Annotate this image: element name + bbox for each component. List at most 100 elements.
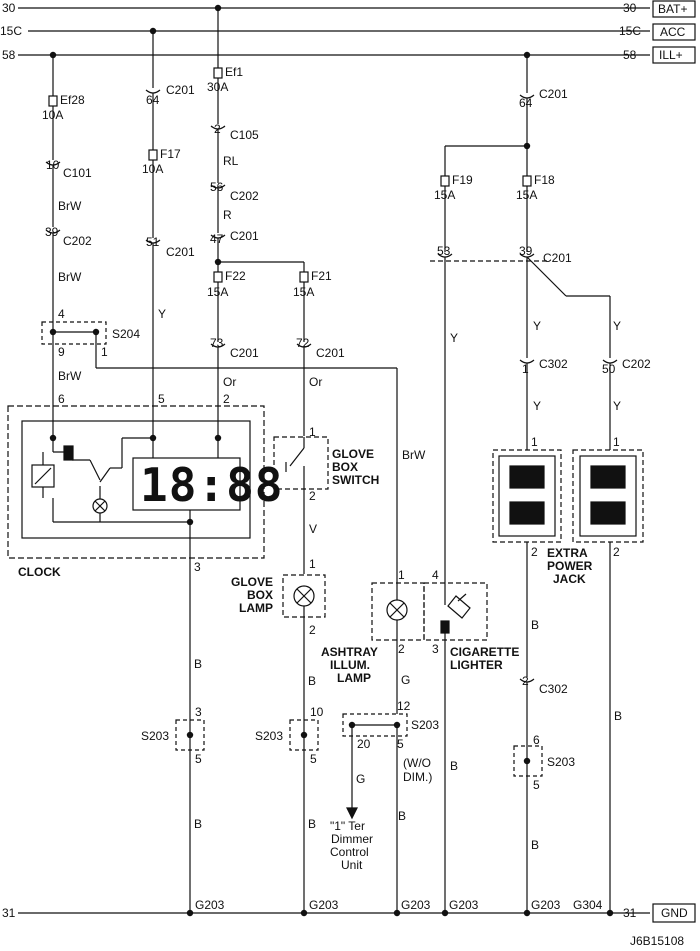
- conn-c202a-pin: 39: [45, 225, 59, 239]
- s203d-name: S203: [547, 755, 575, 769]
- s203b-name: S203: [255, 729, 283, 743]
- glove-lamp-pin-bot: 2: [309, 623, 316, 637]
- conn-c105-pin: 2: [214, 122, 221, 136]
- conn-c302b-name: C302: [539, 682, 568, 696]
- clock-label: CLOCK: [18, 565, 61, 579]
- rail-30-right: 30: [623, 1, 637, 15]
- rail-31-left: 31: [2, 906, 16, 920]
- s203c-pin-a: 20: [357, 737, 371, 751]
- conn-c202b-name: C202: [230, 189, 259, 203]
- wire-g-1: G: [401, 673, 410, 687]
- ashtray-label-2: ILLUM.: [330, 658, 370, 672]
- wire-b-7: B: [531, 618, 539, 632]
- conn-c202a-name: C202: [63, 234, 92, 248]
- glove-switch-label-2: BOX: [332, 460, 358, 474]
- wire-brw-2: BrW: [58, 270, 82, 284]
- conn-c302a-name: C302: [539, 357, 568, 371]
- wire-b-9: B: [614, 709, 622, 723]
- clock-pin-y: 5: [158, 392, 165, 406]
- fuse-f17-rating: 10A: [142, 162, 163, 176]
- conn-c201e-name: C201: [316, 346, 345, 360]
- s203d-pin-out: 5: [533, 778, 540, 792]
- figure-id: J6B15108: [630, 934, 684, 948]
- conn-c201b-name: C201: [166, 245, 195, 259]
- rail-58-left: 58: [2, 48, 16, 62]
- fuse-ef28-rating: 10A: [42, 108, 63, 122]
- s203a-pin-out: 5: [195, 752, 202, 766]
- jack-label-1: EXTRA: [547, 546, 588, 560]
- lighter-pin-top: 4: [432, 568, 439, 582]
- ground-4: G203: [449, 898, 479, 912]
- dimmer-label-2: Dimmer: [331, 832, 373, 846]
- fuse-f22-name: F22: [225, 269, 246, 283]
- ground-2: G203: [309, 898, 339, 912]
- ashtray-pin-top: 1: [398, 568, 405, 582]
- clock-pin-brw: 6: [58, 392, 65, 406]
- s203c-pin-in: 12: [397, 699, 411, 713]
- rail-15c-right: 15C: [619, 24, 641, 38]
- conn-c201d-name: C201: [230, 346, 259, 360]
- fuse-f17-name: F17: [160, 147, 181, 161]
- dimmer-label-1: "1" Ter: [330, 819, 365, 833]
- s203d-pin-in: 6: [533, 733, 540, 747]
- conn-c201g-pin: 53: [437, 244, 451, 258]
- s203b-pin-in: 10: [310, 705, 324, 719]
- s203a-pin-in: 3: [195, 705, 202, 719]
- wire-or-1: Or: [223, 375, 236, 389]
- ashtray-label-1: ASHTRAY: [321, 645, 378, 659]
- dimmer-label-4: Unit: [341, 858, 363, 872]
- fuse-f18-name: F18: [534, 173, 555, 187]
- ground-5: G203: [531, 898, 561, 912]
- glove-switch-label-3: SWITCH: [332, 473, 379, 487]
- conn-c201a-name: C201: [166, 83, 195, 97]
- s203b-pin-out: 5: [310, 752, 317, 766]
- ashtray-pin-bot: 2: [398, 642, 405, 656]
- conn-c201a-pin: 64: [146, 93, 160, 107]
- conn-c201h-name: C201: [543, 251, 572, 265]
- fuse-ef28-name: Ef28: [60, 93, 85, 107]
- fuse-f21-rating: 15A: [293, 285, 314, 299]
- clock-display: 18:88: [140, 458, 283, 512]
- fuse-f18-rating: 15A: [516, 188, 537, 202]
- glove-lamp-label-3: LAMP: [239, 601, 273, 615]
- wire-v: V: [309, 522, 317, 536]
- jack-label-2: POWER: [547, 559, 593, 573]
- wire-b-3: B: [308, 674, 316, 688]
- jack-a-pin2: 2: [531, 545, 538, 559]
- conn-c202c-name: C202: [622, 357, 651, 371]
- wire-r: R: [223, 208, 232, 222]
- wire-y-4: Y: [613, 319, 621, 333]
- fuse-f19-rating: 15A: [434, 188, 455, 202]
- rail-15c-left: 15C: [0, 24, 22, 38]
- jack-a-pin1: 1: [531, 435, 538, 449]
- fuse-f22-rating: 15A: [207, 285, 228, 299]
- glove-switch-pin-top: 1: [309, 425, 316, 439]
- conn-c202c-pin: 50: [602, 362, 616, 376]
- s203c-name: S203: [411, 718, 439, 732]
- dimmer-note-1: (W/O: [403, 756, 431, 770]
- conn-c302a-pin: 1: [522, 362, 529, 376]
- conn-c201f-pin: 64: [519, 96, 533, 110]
- glove-lamp-label-1: GLOVE: [231, 575, 273, 589]
- conn-c201e-pin: 72: [296, 336, 310, 350]
- rail-ill-label: ILL+: [659, 48, 683, 62]
- conn-c105-name: C105: [230, 128, 259, 142]
- conn-c201d-pin: 73: [210, 336, 224, 350]
- jack-b-pin1: 1: [613, 435, 620, 449]
- clock-pin-or: 2: [223, 392, 230, 406]
- wire-brw-3: BrW: [58, 369, 82, 383]
- wire-b-8: B: [531, 838, 539, 852]
- ground-6: G304: [573, 898, 603, 912]
- wire-b-5: B: [398, 809, 406, 823]
- jack-label-3: JACK: [553, 572, 586, 586]
- fuse-f21-name: F21: [311, 269, 332, 283]
- wire-y-5: Y: [533, 399, 541, 413]
- conn-c202b-pin: 56: [210, 180, 224, 194]
- conn-c201c-name: C201: [230, 229, 259, 243]
- wire-brw-1: BrW: [58, 199, 82, 213]
- fuse-ef1-name: Ef1: [225, 65, 243, 79]
- lighter-label-1: CIGARETTE: [450, 645, 519, 659]
- rail-gnd-label: GND: [661, 906, 688, 920]
- glove-switch-pin-bot: 2: [309, 489, 316, 503]
